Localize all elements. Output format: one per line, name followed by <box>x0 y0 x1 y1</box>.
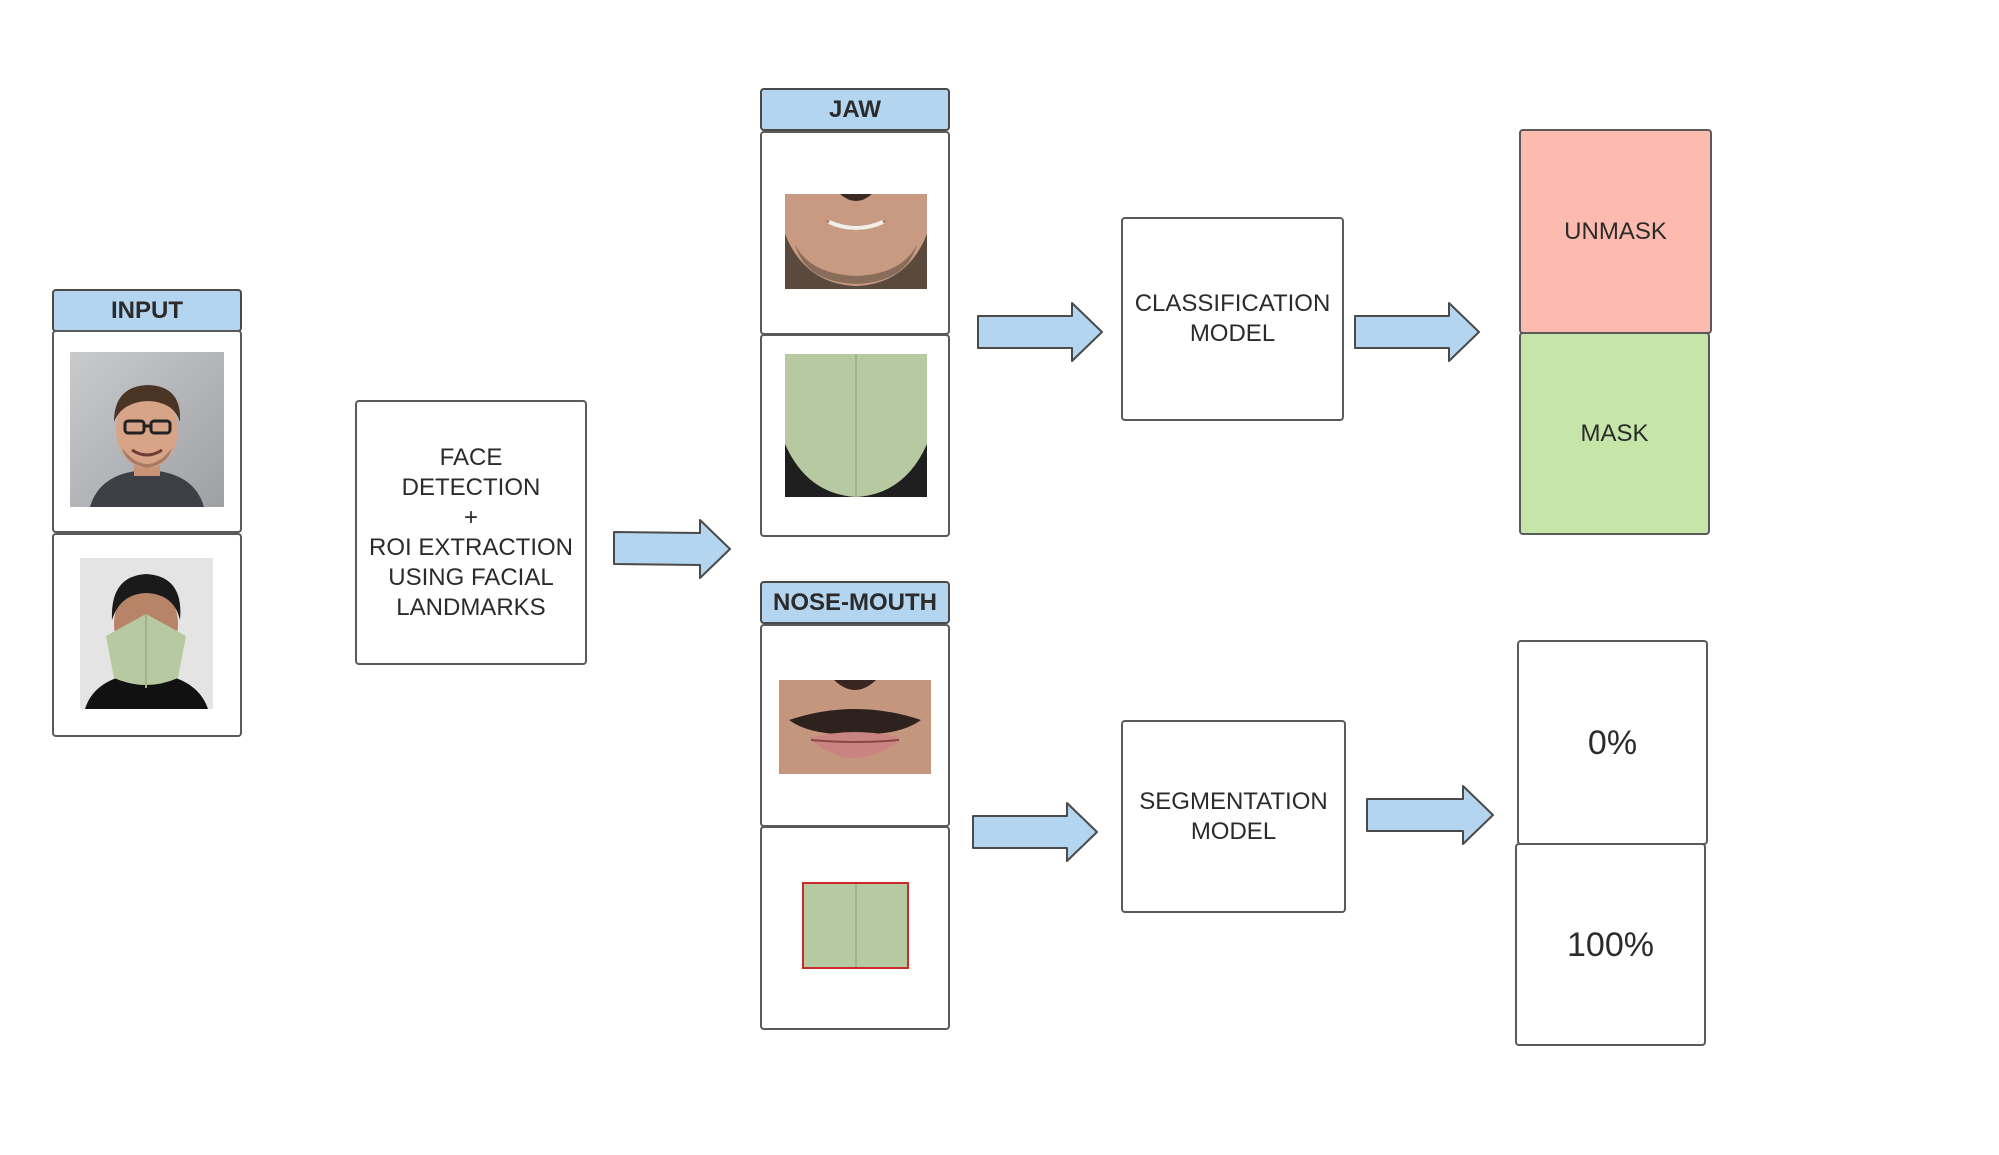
face-detection-label: FACE DETECTION + ROI EXTRACTION USING FA… <box>368 443 573 621</box>
classification-model-box: CLASSIFICATION MODEL <box>1121 217 1344 421</box>
jaw-cell-unmasked <box>760 131 950 335</box>
face-detection-box: FACE DETECTION + ROI EXTRACTION USING FA… <box>355 400 587 665</box>
percentage-low-label: 0% <box>1587 723 1638 762</box>
nose-mouth-cell-masked <box>760 826 950 1030</box>
input-header-label: INPUT <box>111 296 183 324</box>
arrow-to-roi-icon <box>613 519 731 579</box>
nose-mouth-crop-masked-icon <box>802 882 909 969</box>
unmask-output-label: UNMASK <box>1564 217 1667 245</box>
nose-mouth-cell-unmasked <box>760 624 950 827</box>
segmentation-model-label: SEGMENTATION MODEL <box>1139 787 1328 845</box>
jaw-cell-masked <box>760 334 950 537</box>
percentage-low-box: 0% <box>1517 640 1708 845</box>
percentage-high-box: 100% <box>1515 843 1706 1046</box>
nose-mouth-crop-unmasked-icon <box>779 680 931 774</box>
arrow-to-segmentation-icon <box>972 802 1098 862</box>
jaw-crop-masked-icon <box>785 354 927 497</box>
face-photo-masked-icon <box>80 558 213 709</box>
jaw-header: JAW <box>760 88 950 131</box>
arrow-to-segmentation-output-icon <box>1366 785 1494 845</box>
unmask-output-box: UNMASK <box>1519 129 1712 334</box>
segmentation-model-box: SEGMENTATION MODEL <box>1121 720 1346 913</box>
percentage-high-label: 100% <box>1567 925 1654 964</box>
jaw-header-label: JAW <box>828 95 881 123</box>
arrow-to-classification-output-icon <box>1354 302 1480 362</box>
input-cell-unmasked <box>52 330 242 533</box>
mask-output-label: MASK <box>1580 419 1649 447</box>
jaw-crop-unmasked-icon <box>785 194 927 289</box>
arrow-to-classification-icon <box>977 302 1103 362</box>
input-cell-masked <box>52 533 242 737</box>
mask-output-box: MASK <box>1519 332 1710 535</box>
nose-mouth-header: NOSE-MOUTH <box>760 581 950 624</box>
nose-mouth-header-label: NOSE-MOUTH <box>773 588 937 616</box>
face-photo-unmasked-icon <box>70 352 224 507</box>
classification-model-label: CLASSIFICATION MODEL <box>1134 290 1331 347</box>
input-header: INPUT <box>52 289 242 332</box>
